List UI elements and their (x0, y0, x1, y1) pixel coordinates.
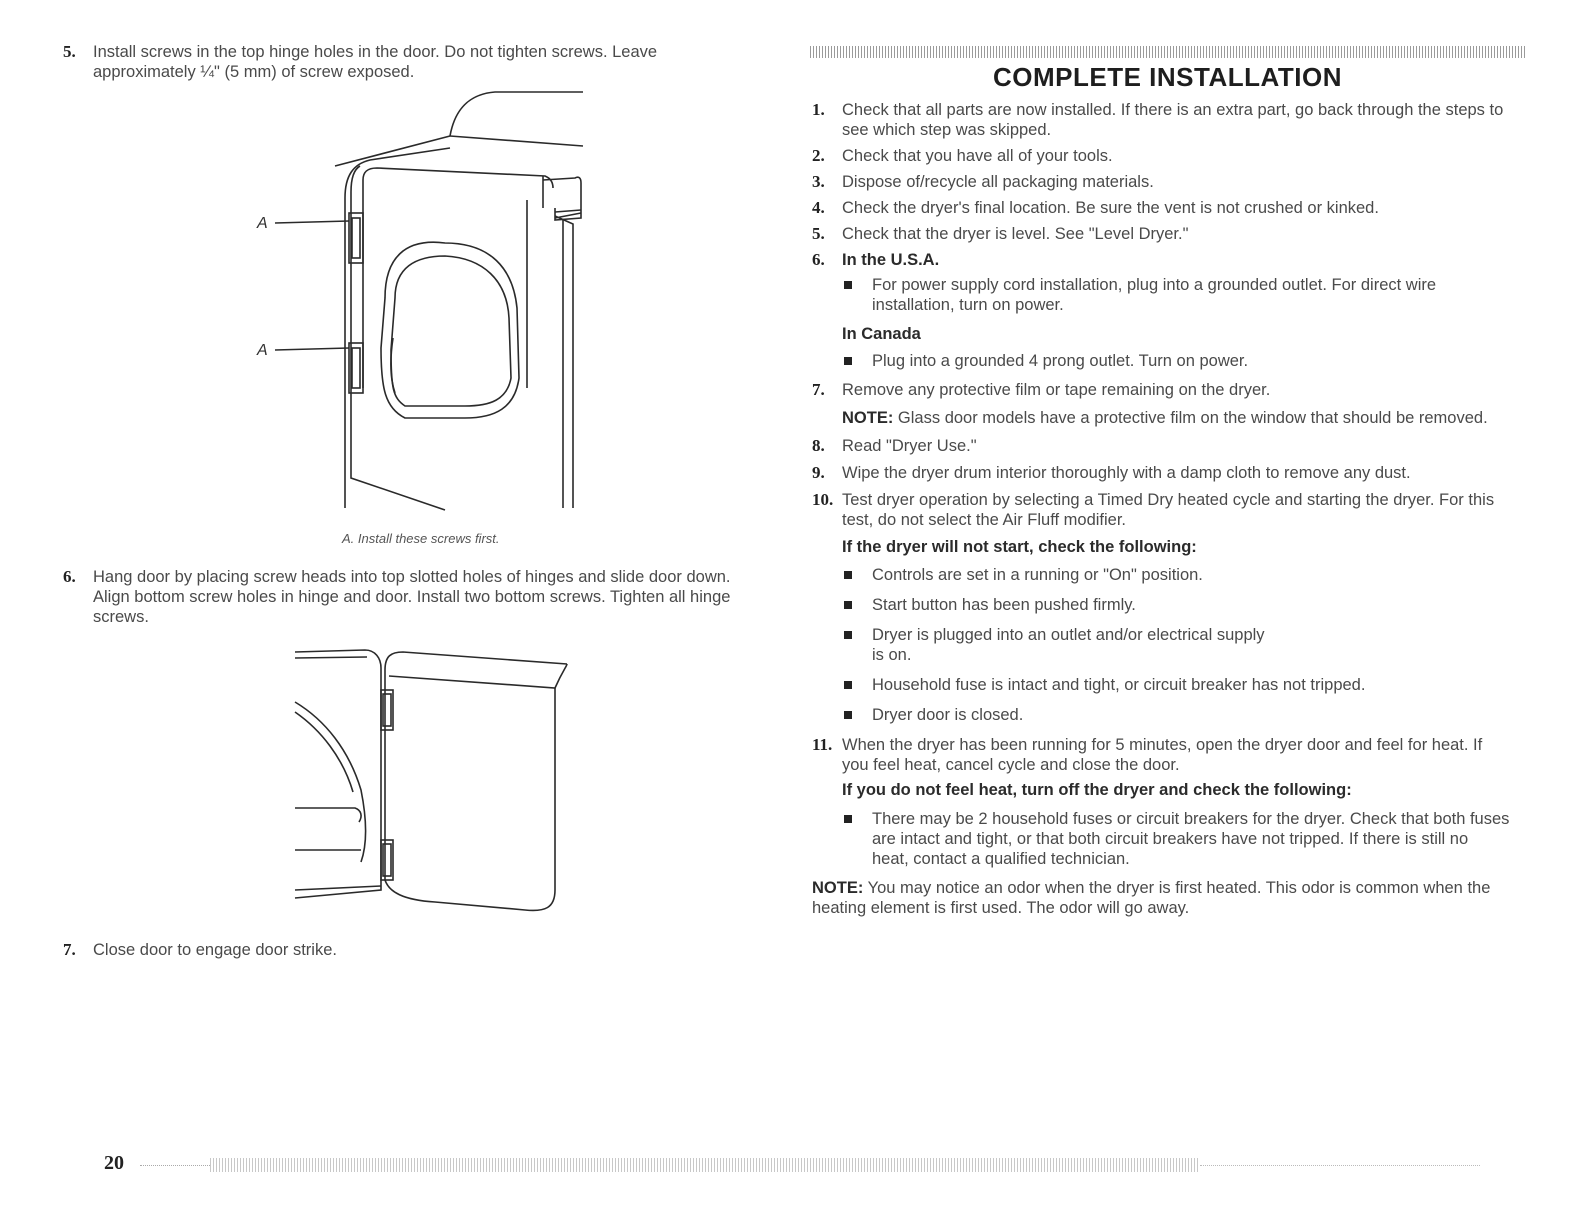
step-number: 2. (812, 146, 825, 165)
step-text: Close door to engage door strike. (93, 941, 337, 959)
step-text: Check the dryer's final location. Be sur… (842, 199, 1379, 217)
figure-label: A (257, 215, 268, 232)
bullet-icon (844, 571, 852, 579)
figure-label: A (257, 342, 268, 359)
bullet-text: installation, turn on power. (872, 296, 1064, 314)
step-text: Read "Dryer Use." (842, 437, 977, 455)
bullet-icon (844, 601, 852, 609)
note-label: NOTE: (812, 879, 864, 897)
step-text: you feel heat, cancel cycle and close th… (842, 756, 1180, 774)
note-text: Glass door models have a protective film… (893, 409, 1488, 427)
footer-rule (1200, 1165, 1480, 1167)
bullet-text: There may be 2 household fuses or circui… (872, 810, 1510, 828)
step-text: Dispose of/recycle all packaging materia… (842, 173, 1154, 191)
section-title: COMPLETE INSTALLATION (993, 62, 1342, 92)
step-number: 6. (63, 567, 76, 586)
page-number: 20 (104, 1152, 124, 1174)
subheading: In Canada (842, 325, 921, 343)
bullet-icon (844, 357, 852, 365)
step-text: Align bottom screw holes in hinge and do… (93, 588, 731, 606)
bullet-text: Dryer door is closed. (872, 706, 1024, 724)
step-text: test, do not select the Air Fluff modifi… (842, 511, 1127, 529)
bullet-icon (844, 711, 852, 719)
step-number: 11. (812, 735, 833, 754)
step-number: 6. (812, 250, 825, 269)
step-number: 7. (63, 940, 76, 959)
step-text: screws. (93, 608, 149, 626)
note: NOTE: Glass door models have a protectiv… (842, 408, 1488, 428)
step-number: 8. (812, 436, 825, 455)
bullet-icon (844, 681, 852, 689)
bullet-text: Start button has been pushed firmly. (872, 596, 1136, 614)
bullet-text: Dryer is plugged into an outlet and/or e… (872, 626, 1265, 644)
bullet-text: are intact and tight, or that both circu… (872, 830, 1469, 848)
bullet-text: heat, contact a qualified technician. (872, 850, 1130, 868)
step-text: Check that you have all of your tools. (842, 147, 1113, 165)
note: NOTE: You may notice an odor when the dr… (812, 878, 1490, 898)
bullet-text: is on. (872, 646, 912, 664)
door-hinge-screws-illustration (274, 91, 584, 511)
step-text: When the dryer has been running for 5 mi… (842, 736, 1483, 754)
subheading: In the U.S.A. (842, 251, 940, 269)
bullet-text: For power supply cord installation, plug… (872, 276, 1437, 294)
step-text: Check that all parts are now installed. … (842, 101, 1504, 119)
bullet-text: Controls are set in a running or "On" po… (872, 566, 1203, 584)
door-hung-illustration (294, 649, 568, 912)
bullet-icon (844, 815, 852, 823)
step-text: Wipe the dryer drum interior thoroughly … (842, 464, 1411, 482)
step-number: 7. (812, 380, 825, 399)
step-number: 4. (812, 198, 825, 217)
step-text: Test dryer operation by selecting a Time… (842, 491, 1495, 509)
note-label: NOTE: (842, 409, 894, 427)
footer-rule (140, 1165, 210, 1167)
step-text: approximately ¼" (5 mm) of screw exposed… (93, 63, 415, 81)
bullet-icon (844, 631, 852, 639)
step-number: 3. (812, 172, 825, 191)
step-text: Install screws in the top hinge holes in… (93, 43, 658, 61)
step-number: 5. (63, 42, 76, 61)
note-text: heating element is first used. The odor … (812, 899, 1190, 917)
figure-caption: A. Install these screws first. (342, 531, 500, 546)
step-number: 1. (812, 100, 825, 119)
bullet-text: Plug into a grounded 4 prong outlet. Tur… (872, 352, 1249, 370)
step-number: 5. (812, 224, 825, 243)
step-text: Remove any protective film or tape remai… (842, 381, 1271, 399)
bullet-icon (844, 281, 852, 289)
step-text: see which step was skipped. (842, 121, 1052, 139)
bullet-text: Household fuse is intact and tight, or c… (872, 676, 1366, 694)
step-number: 9. (812, 463, 825, 482)
section-rule (810, 46, 1525, 58)
footer-rule (210, 1158, 1200, 1172)
step-text: Check that the dryer is level. See "Leve… (842, 225, 1189, 243)
step-text: Hang door by placing screw heads into to… (93, 568, 731, 586)
subheading: If the dryer will not start, check the f… (842, 538, 1197, 556)
note-text: You may notice an odor when the dryer is… (863, 879, 1491, 897)
step-number: 10. (812, 490, 834, 509)
subheading: If you do not feel heat, turn off the dr… (842, 781, 1352, 799)
